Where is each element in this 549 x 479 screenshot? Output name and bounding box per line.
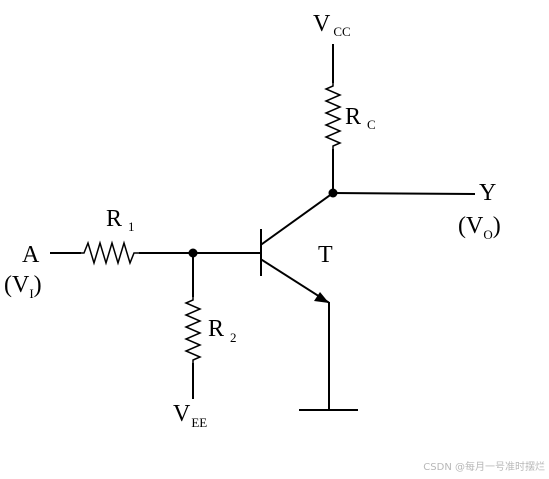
label-vi: (VI) [4,272,42,301]
label-vo: (VO) [458,213,501,242]
transistor-collector-lead [260,191,335,246]
label-y: Y [479,180,496,206]
resistor-r2 [184,296,202,364]
emitter-arrow-icon [314,292,329,303]
label-vee: VEE [173,401,207,430]
label-a: A [22,242,40,268]
transistor-emitter-lead [260,258,330,304]
label-t: T [318,242,333,268]
output-wire [331,191,476,196]
resistor-rc [324,82,342,150]
watermark: CSDN @每月一号准时摆烂 [423,460,545,473]
resistor-r1 [80,240,140,266]
